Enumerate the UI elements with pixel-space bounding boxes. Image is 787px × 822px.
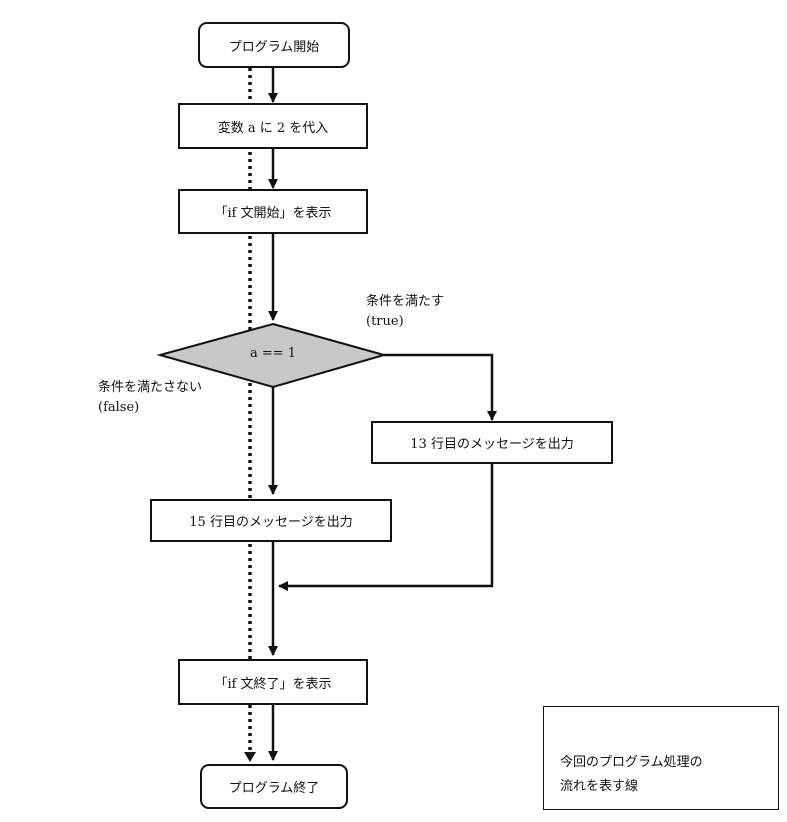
false-branch-sub: (false) [98,400,140,415]
print-if-end-box: 「if 文終了」を表示 [178,659,368,705]
msg13-process-label: 13 行目のメッセージを出力 [410,437,574,452]
assign-process-label: 変数 a に 2 を代入 [217,120,329,136]
print-if-start-box: 「if 文開始」を表示 [178,189,368,234]
arrow-merge-from-true [278,463,494,591]
start-terminal-label: プログラム開始 [228,39,320,55]
legend-line-1: 今回のプログラム処理の [560,755,703,770]
print-if-start-label: 「if 文開始」を表示 [214,206,332,221]
false-branch-text: 条件を満たさない [98,380,203,395]
condition-label: a == 1 [249,346,297,361]
assign-process-box: 変数 a に 2 を代入 [178,103,368,149]
print-if-end-label: 「if 文終了」を表示 [214,676,332,692]
program-flow-arrowhead [244,752,256,762]
arrow-true-branch [384,353,497,421]
true-branch-label: 条件を満たす (true) [366,292,444,332]
end-terminal-label: プログラム終了 [228,781,320,796]
true-branch-text: 条件を満たす [366,294,445,309]
true-branch-sub: (true) [366,314,404,329]
false-branch-label: 条件を満たさない (false) [98,378,202,418]
legend-text: 今回のプログラム処理の 流れを表す線 [560,751,703,799]
msg13-process-box: 13 行目のメッセージを出力 [371,421,613,464]
msg15-process-box: 15 行目のメッセージを出力 [150,499,392,542]
msg15-process-label: 15 行目のメッセージを出力 [189,515,353,530]
end-terminal: プログラム終了 [200,764,348,809]
legend-line-2: 流れを表す線 [560,779,639,794]
start-terminal: プログラム開始 [198,22,350,68]
legend-box: 今回のプログラム処理の 流れを表す線 [543,706,779,810]
